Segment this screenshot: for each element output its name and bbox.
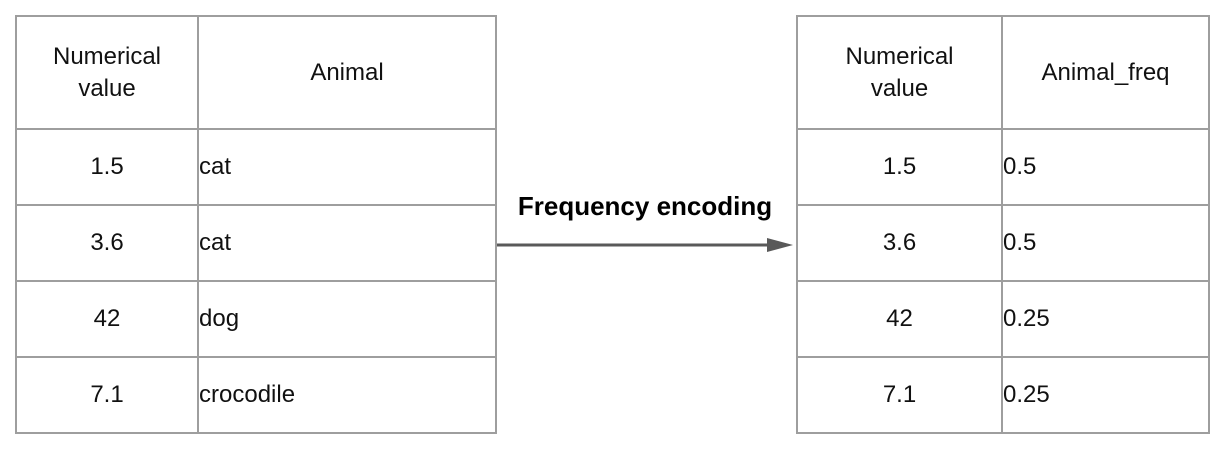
animal-cell: crocodile bbox=[197, 356, 497, 434]
numerical-value-cell: 7.1 bbox=[15, 356, 199, 434]
table-row: 42 0.25 bbox=[796, 280, 1210, 358]
numerical-value-cell: 42 bbox=[796, 280, 1003, 358]
header-animal: Animal bbox=[197, 15, 497, 130]
animal-freq-cell: 0.25 bbox=[1001, 280, 1210, 358]
table-row: 1.5 0.5 bbox=[796, 128, 1210, 206]
table-header-row: Numerical value Animal_freq bbox=[796, 15, 1210, 130]
transformation-label: Frequency encoding bbox=[517, 191, 773, 221]
numerical-value-cell: 7.1 bbox=[796, 356, 1003, 434]
table-row: 7.1 0.25 bbox=[796, 356, 1210, 434]
header-animal-label: Animal bbox=[310, 58, 384, 86]
animal-freq-cell: 0.5 bbox=[1001, 128, 1210, 206]
animal-freq-cell: 0.25 bbox=[1001, 356, 1210, 434]
table-row: 7.1 crocodile bbox=[15, 356, 497, 434]
header-animal-freq-label: Animal_freq bbox=[1041, 58, 1170, 86]
animal-cell: dog bbox=[197, 280, 497, 358]
table-row: 42 dog bbox=[15, 280, 497, 358]
header-numerical-value: Numerical value bbox=[796, 15, 1003, 130]
animal-cell: cat bbox=[197, 128, 497, 206]
table-row: 1.5 cat bbox=[15, 128, 497, 206]
original-data-table: Numerical value Animal 1.5 cat 3.6 cat 4… bbox=[15, 15, 497, 434]
header-numerical-value-label: Numerical value bbox=[52, 43, 162, 102]
animal-cell: cat bbox=[197, 204, 497, 282]
table-row: 3.6 cat bbox=[15, 204, 497, 282]
numerical-value-cell: 1.5 bbox=[15, 128, 199, 206]
numerical-value-cell: 3.6 bbox=[796, 204, 1003, 282]
numerical-value-cell: 3.6 bbox=[15, 204, 199, 282]
encoded-data-table: Numerical value Animal_freq 1.5 0.5 3.6 … bbox=[796, 15, 1210, 434]
table-row: 3.6 0.5 bbox=[796, 204, 1210, 282]
numerical-value-cell: 42 bbox=[15, 280, 199, 358]
header-numerical-value-label: Numerical value bbox=[845, 43, 954, 102]
table-header-row: Numerical value Animal bbox=[15, 15, 497, 130]
right-arrow-icon bbox=[497, 238, 793, 252]
header-numerical-value: Numerical value bbox=[15, 15, 199, 130]
numerical-value-cell: 1.5 bbox=[796, 128, 1003, 206]
animal-freq-cell: 0.5 bbox=[1001, 204, 1210, 282]
transformation-arrow-group: Frequency encoding bbox=[496, 192, 794, 253]
header-animal-freq: Animal_freq bbox=[1001, 15, 1210, 130]
